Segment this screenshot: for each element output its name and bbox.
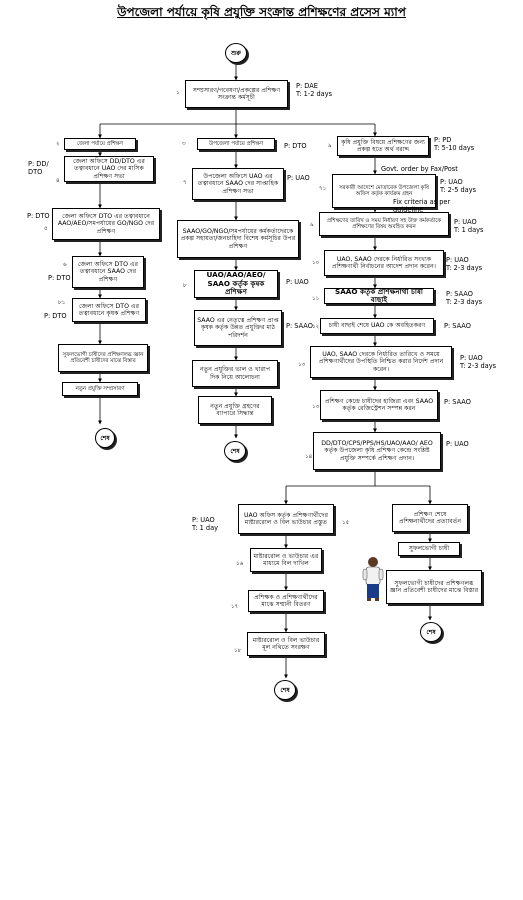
step-number: ১ — [176, 90, 180, 96]
step-number: ১৩ — [298, 362, 306, 368]
farmer-district-training-node: জেলা অফিসে DTO এর তত্বাবধানে কৃষক প্রশিক… — [72, 298, 146, 322]
performer-note: P: UAO T: 2-3 days — [460, 354, 497, 371]
performer-note: P: DTO — [44, 312, 67, 320]
step-number: ৩ — [182, 141, 186, 147]
step-number: ১৫ — [342, 520, 350, 526]
performer-note: P: PD T: 5-10 days — [434, 136, 475, 153]
performer-note: P: UAO T: 2-3 days — [446, 256, 483, 273]
fix-criteria-note: Fix criteria as per guideline — [393, 198, 451, 214]
trainee-selection-order-node: UAO, SAAO দেরকে নির্ধারিত সংখ্যক প্রশিক্… — [324, 250, 444, 276]
step-number: ১১ — [312, 296, 320, 302]
step-number: ৪ — [56, 178, 60, 184]
performer-note: P: UAO — [446, 440, 469, 448]
field-visit-node: SAAO এর নেতৃত্বে প্রশিক্ষণ প্রাপ্ত কৃষক … — [194, 310, 282, 346]
beneficiary-spread-node: সুফলভোগী চাষীদের প্রশিক্ষণলব্ধ জ্ঞান প্র… — [386, 570, 482, 604]
performer-note: P: SAAO — [444, 398, 471, 406]
step-number: ৮ — [183, 283, 187, 289]
performer-note: P: UAO — [287, 174, 310, 182]
step-number: ১৬ — [236, 561, 244, 567]
attendance-order-node: UAO, SAAO দেরকে নির্ধারিত তারিখে ও সময়ে… — [310, 346, 452, 378]
farmer-training-node: UAO/AAO/AEO/ SAAO কর্তৃক কৃষক প্রশিক্ষণ — [194, 270, 278, 298]
performer-note: P: UAO T: 1 days — [454, 218, 484, 235]
bill-submission-node: মাষ্টাররোল ও ভাউচার এর মাধ্যমে বিল দাখিল — [250, 548, 322, 572]
upazila-training-node: উপজেলা পর্যায়ে প্রশিক্ষণ — [197, 138, 275, 150]
performer-note: P: DTO — [48, 274, 71, 282]
farmer-figure-icon — [362, 557, 384, 601]
master-roll-prep-node: UAO অফিস কর্তৃক প্রশিক্ষণার্থীদের মাষ্টা… — [238, 504, 334, 534]
step-number: ৭১ — [319, 186, 327, 192]
archive-node: মাষ্টাররোল ও বিল ভাউচার মূল নথিতে সংরক্ষ… — [247, 632, 325, 656]
step-number: ১৮ — [234, 648, 242, 654]
beneficiary-farmer-node: সুফলভোগী চাষী — [398, 542, 460, 556]
performer-note: P: UAO T: 2-5 days — [440, 178, 477, 195]
step-number: ৮১ — [58, 300, 66, 306]
govt-order-note: Govt. order by Fax/Post — [381, 165, 458, 173]
saao-weekly-meeting-node: উপজেলা অফিসে UAO এর তত্বাবধানে SAAO দের … — [192, 168, 284, 200]
start-node: শুরু — [225, 43, 247, 63]
tech-discussion-node: নতুন প্রযুক্তির ভাল ও খারাপ দিক নিয়ে আল… — [192, 360, 278, 387]
performer-note: P: UAO — [286, 278, 309, 286]
performer-note: P: SAAO T: 2-3 days — [446, 290, 483, 307]
left-new-tech-node: নতুন প্রযুক্তি সম্প্রসারণ — [62, 382, 138, 396]
uao-monthly-meeting-node: জেলা অফিসে DD/DTO এর তত্বাবধানে UAO দের … — [64, 156, 154, 182]
performer-note: P: SAAO — [286, 322, 313, 330]
mid-end-node: শেষ — [224, 441, 246, 461]
step-number: ১৪ — [305, 454, 313, 460]
honorarium-node: প্রশিক্ষক ও প্রশিক্ষণার্থীদের মাঝে সম্মা… — [248, 590, 324, 612]
step-number: ১০ — [312, 260, 320, 266]
step-number: ৯ — [328, 143, 332, 149]
inform-uao-node: চাষী বাছাই শেষে UAO কে অবহিতকরণ — [320, 318, 434, 334]
saao-go-ngo-training-node: SAAO/GO/NGO/সমপর্যায়ের কর্মকর্তাদেরকে প… — [177, 220, 299, 258]
registration-node: প্রশিক্ষণ কেন্দ্রে চাষীদের হাজিরা এবং SA… — [320, 390, 438, 420]
page-title: উপজেলা পর্যায়ে কৃষি প্রযুক্তি সংক্রান্ত… — [117, 5, 406, 19]
step-number: ২ — [56, 141, 60, 147]
performer-note: P: UAO T: 1 day — [192, 516, 219, 533]
step-number: ৬ — [63, 262, 67, 268]
step-number: ৭ — [183, 180, 187, 186]
performer-note: P: DD/ DTO — [28, 160, 49, 177]
step-number: ১৭ — [231, 604, 239, 610]
performer-note: P: SAAO — [444, 322, 471, 330]
saao-district-training-node: জেলা অফিসে DTO এর তত্বাবধানে SAAO দের প্… — [72, 256, 144, 288]
step-number: ১৩ — [312, 404, 320, 410]
farmer-selection-node: SAAO কর্তৃক প্রশিক্ষনার্থী চাষী বাছাই — [324, 288, 434, 304]
performer-note: P: DAE T: 1-2 days — [296, 82, 333, 99]
left-knowledge-spread-node: সুফলভোগী চাষীদের প্রশিক্ষণলব্ধ জ্ঞান প্র… — [58, 344, 148, 372]
office-action-node: সরকারী আদেশে মোতাবেক উপজেলা কৃষি অফিস কর… — [332, 174, 436, 208]
performer-note: P: DTO — [27, 212, 50, 220]
bottom-end-node: শেষ — [274, 680, 296, 700]
fund-allocation-node: কৃষি প্রযুক্তি বিষয়ে প্রশিক্ষণের জন্য প… — [337, 136, 429, 156]
step-number: ৯ — [310, 222, 314, 228]
schedule-notify-node: প্রশিক্ষণের তারিখ ও সময় নির্ধারণ সহ উক্… — [319, 212, 449, 236]
step-number: ৫ — [44, 226, 48, 232]
trainee-return-node: প্রশিক্ষণ শেষে প্রশিক্ষনার্থীদের প্রত্যা… — [392, 504, 468, 532]
program-node: সম্প্রসারণ/গবেষণা/প্রকল্পের প্রশিক্ষণ সং… — [185, 80, 288, 108]
tech-decision-node: নতুন প্রযুক্তি গ্রহণের ব্যাপারে সিদ্ধান্… — [198, 396, 272, 424]
step-number: ১২ — [312, 324, 320, 330]
training-delivery-node: DD/DTO/CPS/PPS/HS/UAO/AAO/ AEO কর্তৃক উপ… — [313, 432, 441, 470]
district-training-node: জেলা পর্যায়ে প্রশিক্ষণ — [64, 138, 136, 150]
left-end-node: শেষ — [95, 428, 115, 448]
right-end-node: শেষ — [420, 622, 442, 642]
aao-go-ngo-training-node: জেলা অফিসে DTO এর তত্বাবধানে AAO/AEO/সমপ… — [52, 208, 160, 240]
performer-note: P: DTO — [284, 142, 307, 150]
